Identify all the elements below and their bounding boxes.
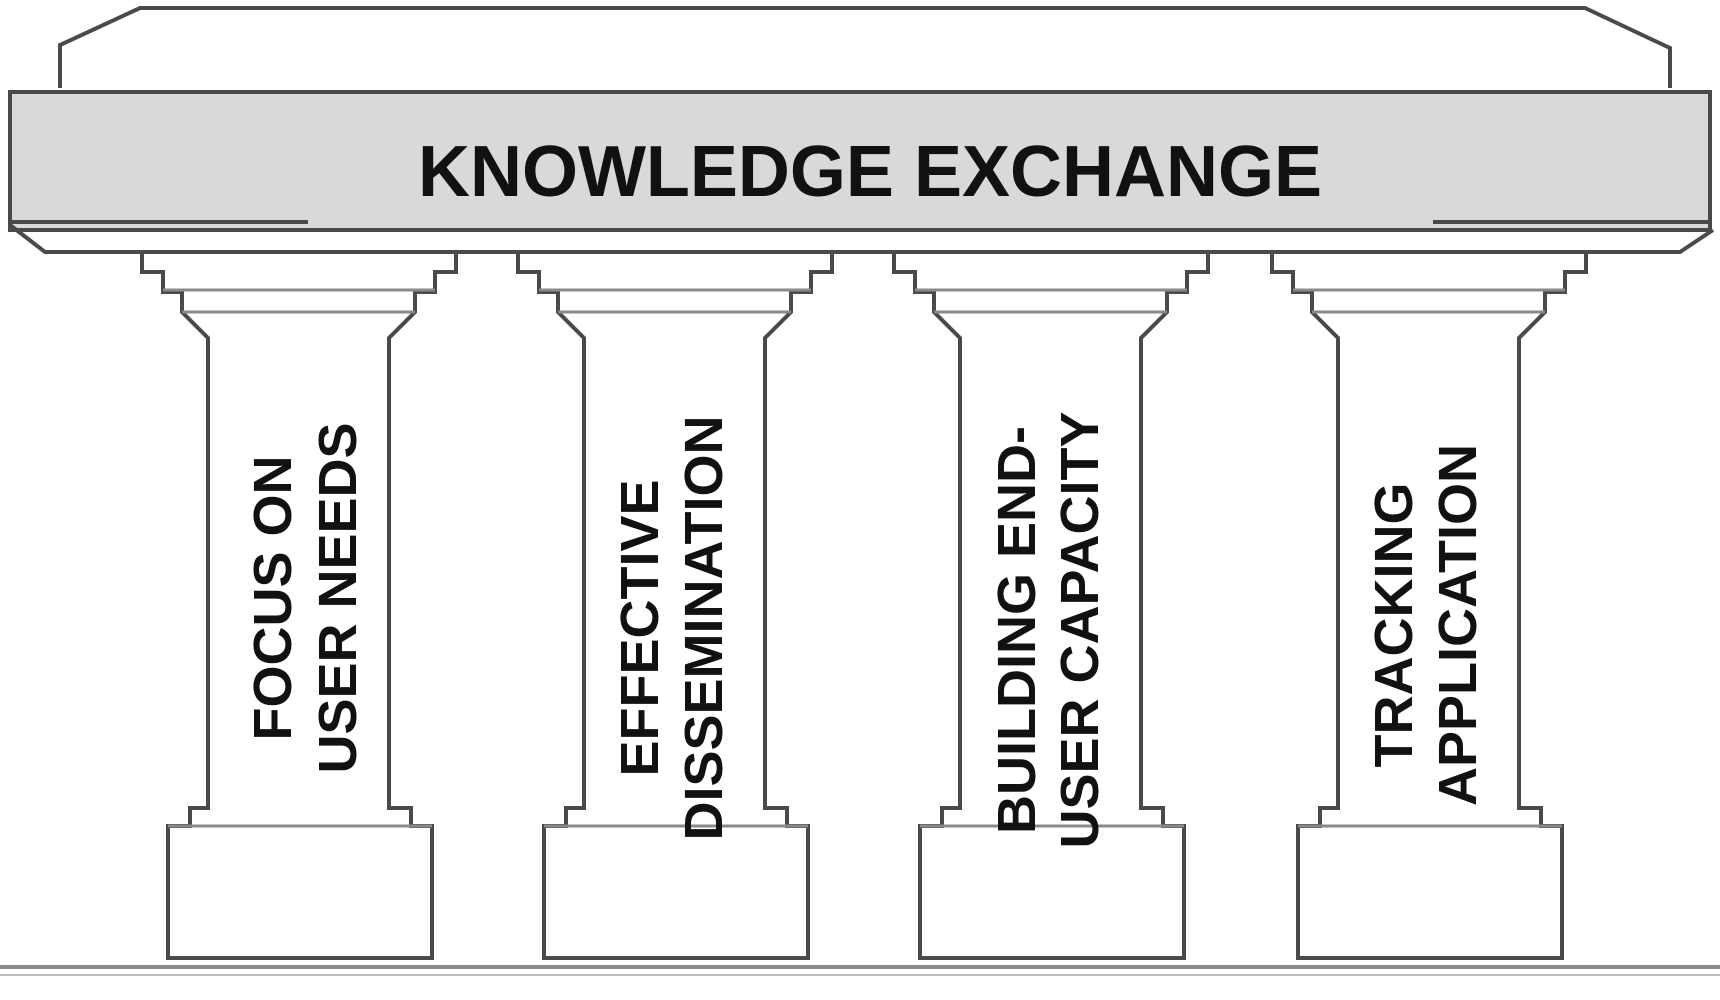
pillar-2-label-line-1: EFFECTIVE [610, 479, 670, 776]
roof-cornice [58, 6, 1672, 88]
pillar-4-label-line-2: APPLICATION [1428, 444, 1488, 806]
pillar-2: EFFECTIVE DISSEMINATION [516, 252, 834, 960]
pillar-3: BUILDING END- USER CAPACITY [892, 252, 1210, 960]
pillar-4: TRACKING APPLICATION [1270, 252, 1588, 960]
pillar-1-label-line-1: FOCUS ON [243, 455, 303, 740]
pillar-2-label-line-2: DISSEMINATION [674, 415, 734, 840]
roof-beam [8, 90, 1712, 232]
pillar-1-label-line-2: USER NEEDS [308, 422, 368, 773]
lower-cornice [8, 223, 1715, 254]
roof-title: KNOWLEDGE EXCHANGE [418, 132, 1322, 212]
pillar-4-label-line-1: TRACKING [1364, 483, 1424, 768]
pillar-1: FOCUS ON USER NEEDS [140, 252, 458, 960]
pillar-3-label-line-1: BUILDING END- [987, 426, 1047, 834]
pillar-3-label-line-2: USER CAPACITY [1050, 411, 1110, 848]
